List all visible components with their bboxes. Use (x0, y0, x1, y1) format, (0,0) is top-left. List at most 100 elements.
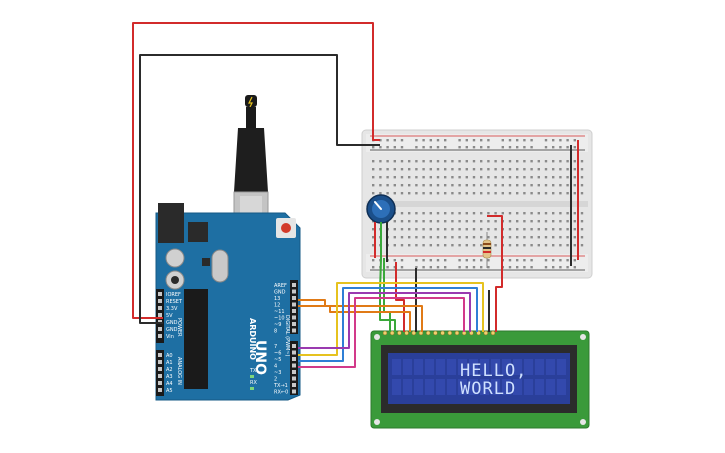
digital-pin[interactable] (292, 389, 296, 394)
rail-hole (559, 259, 562, 262)
rail-hole (552, 259, 555, 262)
digital-pin[interactable] (292, 315, 296, 320)
lcd-pin[interactable] (397, 330, 402, 336)
digital-pin[interactable] (292, 328, 296, 333)
breadboard-hole (422, 176, 425, 179)
lcd-pin[interactable] (454, 330, 460, 336)
breadboard-hole (544, 192, 548, 195)
breadboard-hole (552, 228, 555, 231)
digital-pin[interactable] (292, 376, 296, 381)
lcd-pin[interactable] (411, 330, 417, 336)
breadboard-hole (472, 184, 476, 187)
rail-hole (472, 139, 476, 142)
breadboard-hole (559, 236, 562, 239)
breadboard-hole (487, 168, 490, 171)
breadboard-hole (386, 184, 389, 187)
breadboard-hole (400, 244, 404, 247)
wire-purple-pin3-d6[interactable] (298, 292, 471, 349)
lcd-pin[interactable] (440, 330, 445, 336)
breadboard-hole (372, 176, 375, 179)
lcd-pin[interactable] (389, 330, 395, 336)
wire-blue-pin4-d5[interactable] (298, 287, 478, 362)
analog-pin[interactable] (158, 360, 162, 364)
breadboard-hole (523, 168, 526, 171)
analog-pin[interactable] (158, 353, 162, 357)
lcd-display-16x2[interactable]: HELLO, WORLD (370, 330, 590, 429)
breadboard-hole (508, 236, 512, 239)
analog-pin[interactable] (158, 381, 162, 385)
breadboard-hole (429, 168, 432, 171)
pin-label: GND (274, 290, 286, 296)
lcd-cell (403, 379, 412, 395)
digital-pin[interactable] (292, 344, 296, 348)
wire-red-lcd-vdd[interactable] (395, 262, 405, 332)
breadboard-hole (393, 236, 396, 239)
breadboard-hole (523, 244, 526, 247)
digital-pin[interactable] (292, 309, 296, 313)
rail-hole (508, 266, 512, 269)
breadboard-hole (386, 192, 389, 195)
breadboard-hole (480, 236, 483, 239)
power-header-label: POWER (176, 318, 182, 337)
digital-pin[interactable] (292, 322, 296, 326)
digital-pin[interactable] (292, 296, 296, 300)
breadboard-hole (487, 192, 490, 195)
breadboard-hole (566, 176, 569, 179)
digital-pin[interactable] (292, 289, 296, 294)
rail-hole (487, 139, 490, 142)
lcd-pin[interactable] (433, 330, 438, 336)
breadboard-hole (472, 244, 476, 247)
resistor[interactable] (482, 232, 492, 268)
lcd-pin[interactable] (483, 330, 489, 336)
arduino-uno-board[interactable]: ARDUINO UNO DIGITAL (PWM~) POWER ANALOG … (155, 203, 301, 401)
analog-pin[interactable] (158, 374, 162, 378)
power-pin[interactable] (158, 299, 162, 303)
breadboard-hole (458, 236, 461, 239)
breadboard-hole (530, 192, 533, 195)
wire-red-resistor[interactable] (487, 215, 503, 332)
lcd-pin[interactable] (425, 330, 431, 336)
lcd-character-grid (392, 359, 566, 395)
breadboard-hole (530, 228, 533, 231)
wire-orange-pin11-e[interactable] (298, 305, 411, 332)
breadboard-hole (559, 192, 562, 195)
rail-hole (552, 139, 555, 142)
digital-pin[interactable] (292, 363, 296, 368)
breadboard[interactable] (361, 129, 593, 279)
lcd-pin[interactable] (404, 330, 409, 336)
digital-pin[interactable] (292, 370, 296, 374)
power-pin[interactable] (158, 313, 162, 317)
digital-pin[interactable] (292, 383, 296, 387)
breadboard-hole (480, 212, 483, 215)
lcd-pin[interactable] (382, 330, 388, 336)
digital-pin[interactable] (292, 350, 296, 355)
lcd-cell (524, 379, 533, 395)
pin-label: 8 (274, 329, 277, 335)
wire-red-5v-to-rail[interactable] (132, 22, 380, 319)
digital-pin[interactable] (292, 302, 296, 307)
digital-pin[interactable] (292, 283, 296, 287)
wire-yellow-pin5-d4[interactable] (298, 282, 484, 356)
breadboard-hole (472, 212, 476, 215)
breadboard-hole (552, 176, 555, 179)
breadboard-hole (580, 192, 584, 195)
wire-black-gnd-to-rail[interactable] (139, 54, 380, 324)
analog-pin[interactable] (158, 367, 162, 371)
power-pin-label: 5V (166, 313, 173, 319)
wire-pink-pin2-d7[interactable] (298, 297, 465, 368)
lcd-pin[interactable] (447, 330, 453, 336)
breadboard-hole (480, 244, 483, 247)
rail-hole (501, 146, 504, 149)
breadboard-hole (537, 220, 540, 223)
digital-pin[interactable] (292, 357, 296, 361)
breadboard-hole (530, 176, 533, 179)
power-pin[interactable] (158, 292, 162, 296)
power-pin[interactable] (158, 327, 162, 331)
power-pin[interactable] (158, 334, 162, 338)
analog-pin[interactable] (158, 388, 162, 392)
potentiometer[interactable] (366, 194, 396, 224)
breadboard-hole (372, 236, 375, 239)
lcd-pin[interactable] (490, 330, 496, 336)
power-pin[interactable] (158, 306, 162, 310)
breadboard-hole (544, 244, 548, 247)
